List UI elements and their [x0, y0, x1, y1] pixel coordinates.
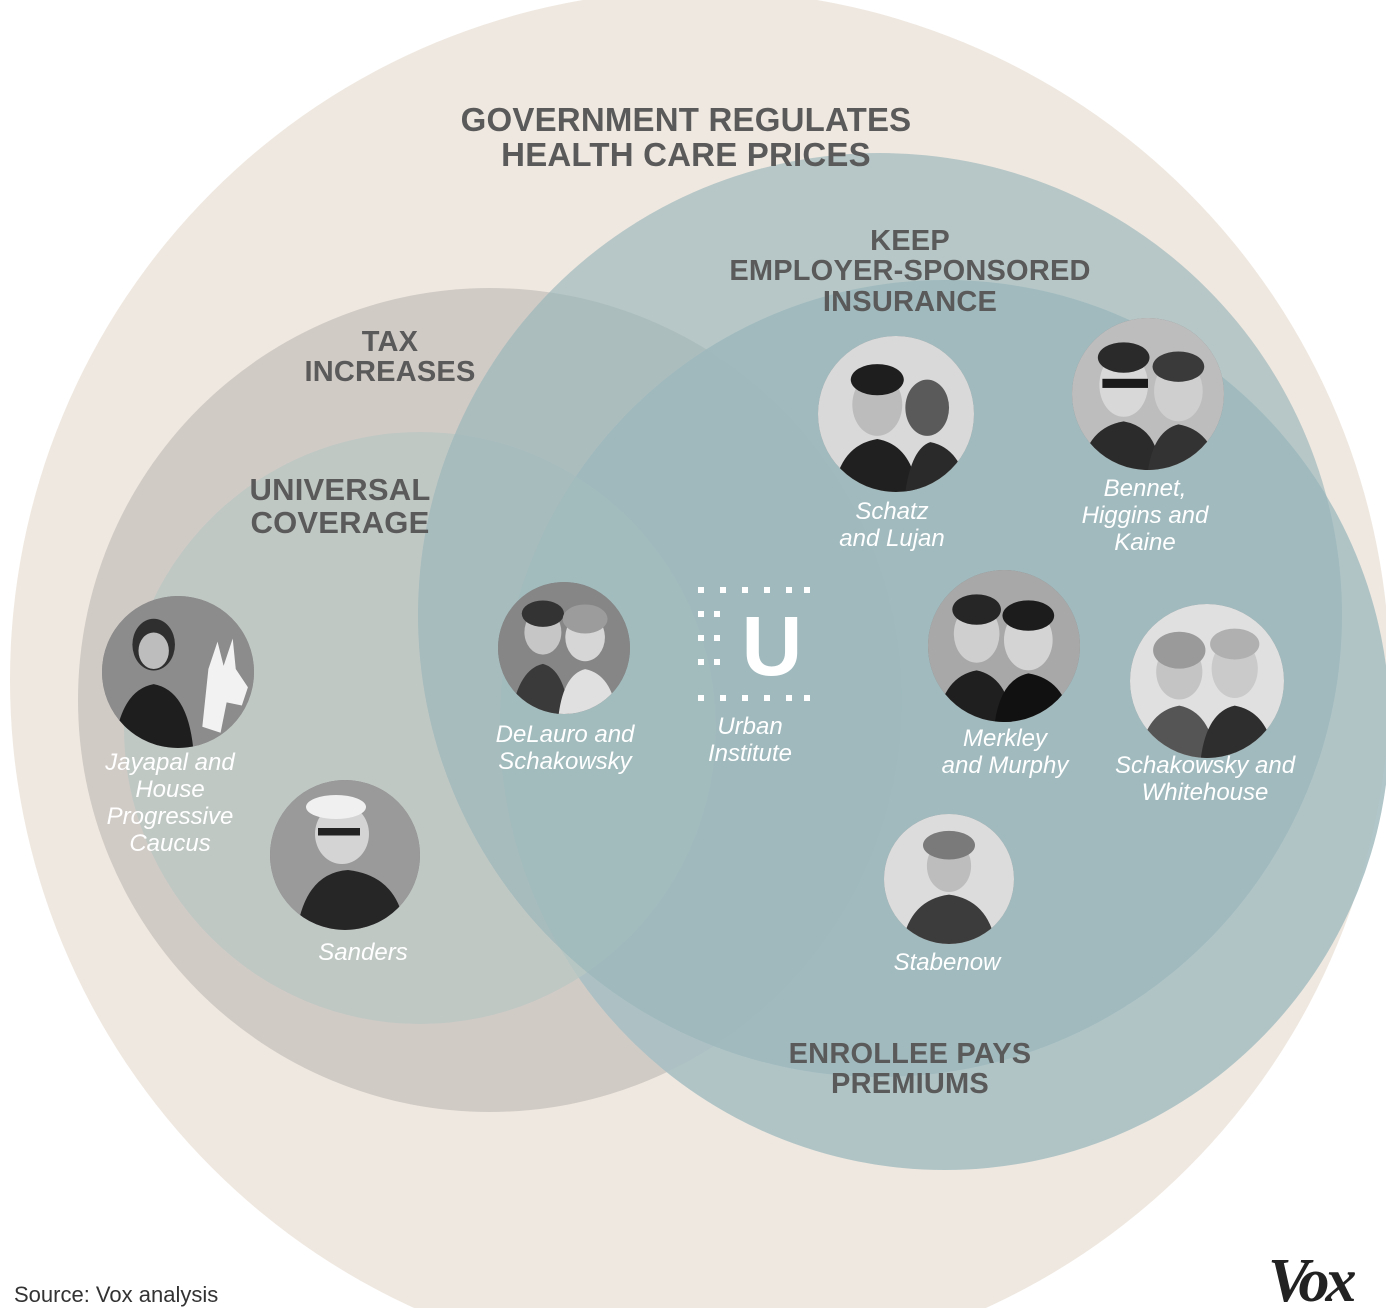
photo-stabenow	[884, 814, 1014, 944]
photo-sanders	[270, 780, 420, 930]
set-label-employer: KEEP EMPLOYER-SPONSORED INSURANCE	[660, 225, 1160, 318]
plan-label-schatz-lujan: Schatz and Lujan	[812, 498, 972, 553]
label-line: DeLauro and	[495, 721, 635, 748]
label-line: TAX	[361, 326, 419, 358]
label-line: and Lujan	[839, 524, 945, 552]
plan-label-bennet-higgins-kaine: Bennet, Higgins and Kaine	[1060, 475, 1230, 557]
label-line: Merkley	[962, 725, 1047, 752]
photo-bennet-higgins-kaine	[1072, 318, 1224, 470]
photo-schatz-lujan	[818, 336, 974, 492]
photo-merkley-murphy	[928, 570, 1080, 722]
label-line: Higgins and	[1081, 501, 1209, 529]
set-label-tax: TAX INCREASES	[290, 327, 490, 388]
label-line: Schakowsky and	[1114, 752, 1296, 779]
set-label-universal: UNIVERSAL COVERAGE	[220, 472, 460, 540]
plan-label-jayapal: Jayapal and House Progressive Caucus	[84, 749, 256, 858]
plan-label-stabenow: Stabenow	[872, 949, 1022, 977]
photo-delauro-schakowsky	[498, 582, 630, 714]
label-line: Jayapal and	[105, 749, 235, 776]
label-line: Sanders	[318, 939, 408, 966]
source-note: Source: Vox analysis	[14, 1282, 219, 1307]
label-line: HEALTH CARE PRICES	[501, 135, 871, 173]
set-label-government: GOVERNMENT REGULATES HEALTH CARE PRICES	[436, 101, 936, 173]
label-line: Stabenow	[893, 949, 1001, 976]
label-line: Kaine	[1114, 528, 1176, 556]
donkey-icon	[202, 638, 248, 733]
label-line: Caucus	[129, 829, 211, 857]
vox-logo: Vox	[1268, 1247, 1357, 1315]
label-line: Schatz	[855, 498, 929, 525]
label-line: INCREASES	[304, 356, 476, 389]
set-label-enrollee: ENROLLEE PAYS PREMIUMS	[760, 1039, 1060, 1100]
urban-institute-logo: U	[692, 583, 816, 707]
label-line: Institute	[707, 739, 793, 767]
plan-label-sanders: Sanders	[288, 939, 438, 967]
photo-jayapal	[102, 596, 254, 748]
photo-schakowsky-whitehouse	[1130, 604, 1284, 758]
plan-label-schakowsky-whitehouse: Schakowsky and Whitehouse	[1100, 752, 1310, 807]
label-line: KEEP	[870, 225, 950, 257]
label-line: ENROLLEE PAYS	[788, 1038, 1032, 1070]
label-line: Progressive	[106, 802, 234, 830]
label-line: Urban	[717, 713, 783, 740]
label-line: Whitehouse	[1141, 778, 1269, 806]
label-line: Bennet,	[1103, 475, 1187, 502]
label-line: GOVERNMENT REGULATES	[460, 101, 912, 138]
label-line: UNIVERSAL	[249, 472, 431, 507]
plan-label-urban-institute: Urban Institute	[690, 713, 810, 768]
label-line: Schakowsky	[498, 747, 632, 775]
label-line: House	[135, 775, 205, 803]
urban-logo-letter: U	[742, 599, 803, 693]
plan-label-merkley-murphy: Merkley and Murphy	[920, 725, 1090, 780]
label-line: INSURANCE	[822, 285, 998, 318]
label-line: COVERAGE	[250, 504, 430, 540]
plan-label-delauro-schakowsky: DeLauro and Schakowsky	[472, 721, 658, 776]
label-line: and Murphy	[941, 751, 1069, 779]
label-line: PREMIUMS	[831, 1068, 989, 1101]
label-line: EMPLOYER-SPONSORED	[729, 255, 1091, 288]
